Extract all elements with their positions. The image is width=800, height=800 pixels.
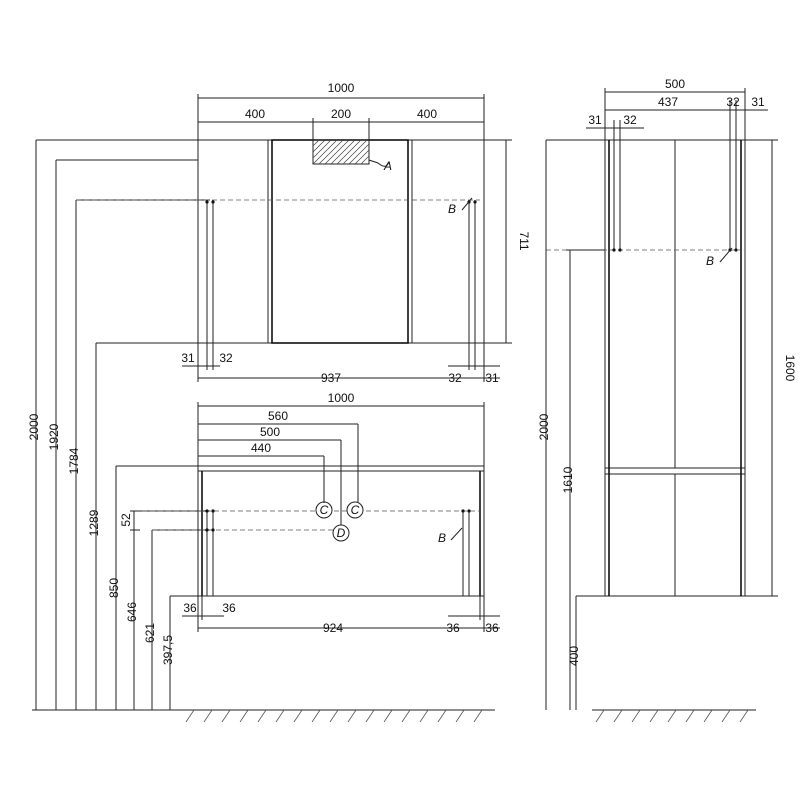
height-1289-label: 1289 bbox=[87, 509, 101, 536]
vanity-bottom-left-1: 36 bbox=[183, 601, 197, 615]
column-height-1610: 1610 bbox=[561, 466, 575, 493]
mirror-seg-mid: 200 bbox=[331, 107, 351, 121]
column-total-width: 500 bbox=[665, 77, 685, 91]
height-1920-label: 1920 bbox=[47, 423, 61, 450]
vanity-bottom-right-1: 36 bbox=[446, 621, 460, 635]
height-621-label: 621 bbox=[143, 623, 157, 643]
vanity-width-560: 560 bbox=[268, 409, 288, 423]
column-left-1: 31 bbox=[588, 113, 602, 127]
column-mount-marker: B bbox=[706, 254, 714, 268]
mirror-bottom-right-1: 32 bbox=[448, 371, 462, 385]
mirror-dimensions bbox=[182, 94, 512, 382]
mirror-inner-width: 937 bbox=[321, 371, 341, 385]
height-2000-label: 2000 bbox=[27, 413, 41, 440]
height-dimension-lines bbox=[32, 139, 210, 711]
mirror-total-width: 1000 bbox=[328, 81, 355, 95]
column-dimensions bbox=[545, 88, 778, 710]
mirror-bottom-left-2: 32 bbox=[219, 351, 233, 365]
vanity-width-440: 440 bbox=[251, 441, 271, 455]
vanity-cabinet: B bbox=[134, 465, 485, 597]
mount-marker: B bbox=[448, 202, 456, 216]
height-397-label: 397,5 bbox=[161, 635, 175, 665]
vanity-inner-width: 924 bbox=[323, 621, 343, 635]
mirror-height: 711 bbox=[517, 231, 531, 250]
vanity-total-width: 1000 bbox=[328, 391, 355, 405]
height-1784-label: 1784 bbox=[67, 447, 81, 474]
drain-marker: D bbox=[337, 526, 346, 540]
tall-column: B bbox=[546, 100, 746, 597]
floor-left bbox=[182, 709, 495, 723]
lamp-block bbox=[312, 139, 370, 165]
water-inlet-marker-1: C bbox=[320, 503, 329, 517]
column-right-2: 31 bbox=[751, 95, 765, 109]
vanity-dimensions bbox=[130, 402, 500, 632]
height-646-label: 646 bbox=[125, 602, 139, 622]
column-height-2000: 2000 bbox=[537, 413, 551, 440]
mirror-seg-left: 400 bbox=[245, 107, 265, 121]
lamp-marker: A bbox=[383, 159, 392, 173]
vanity-dim-52: 52 bbox=[119, 513, 133, 527]
mirror-bottom-right-2: 31 bbox=[485, 371, 499, 385]
mirror-bottom-left-1: 31 bbox=[181, 351, 195, 365]
mirror-cabinet: A B bbox=[76, 139, 485, 344]
mirror-seg-right: 400 bbox=[417, 107, 437, 121]
vanity-mount-marker: B bbox=[438, 531, 446, 545]
column-left-2: 32 bbox=[623, 113, 637, 127]
vanity-bottom-right-2: 36 bbox=[485, 621, 499, 635]
floor-right bbox=[592, 709, 756, 723]
water-inlet-marker-2: C bbox=[351, 503, 360, 517]
height-850-label: 850 bbox=[107, 578, 121, 598]
column-right-1: 32 bbox=[726, 95, 740, 109]
column-inner-width: 437 bbox=[658, 95, 678, 109]
vanity-bottom-left-2: 36 bbox=[222, 601, 236, 615]
column-height-1600: 1600 bbox=[783, 355, 797, 382]
vanity-width-500: 500 bbox=[260, 425, 280, 439]
water-inlet-circle-2 bbox=[346, 501, 364, 519]
column-height-400: 400 bbox=[567, 646, 581, 666]
